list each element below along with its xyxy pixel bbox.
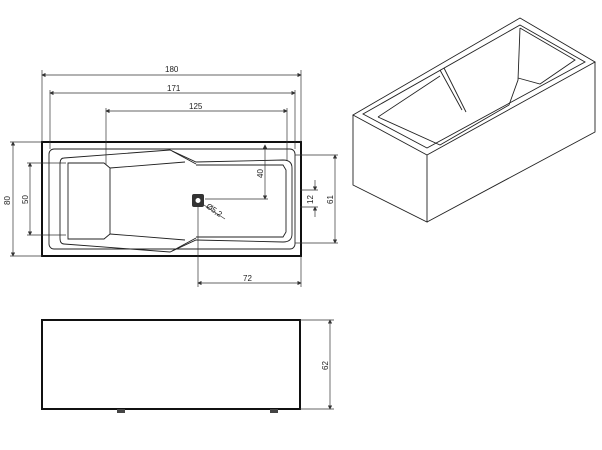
dim-40: 40 bbox=[256, 169, 265, 178]
dim-125: 125 bbox=[189, 102, 203, 111]
iso-top-rim bbox=[352, 17, 596, 156]
tub-outline-front bbox=[41, 319, 301, 410]
top-view: Ø5,2 180 171 125 80 50 40 12 61 72 bbox=[3, 65, 338, 287]
iso-sides bbox=[352, 62, 596, 223]
dim-180: 180 bbox=[165, 65, 179, 74]
dim-61: 61 bbox=[326, 195, 335, 204]
foot-left bbox=[117, 409, 125, 413]
basin-outline bbox=[59, 149, 293, 253]
drain-leader bbox=[203, 204, 226, 220]
dim-80: 80 bbox=[3, 196, 12, 205]
iso-backrest bbox=[377, 67, 467, 118]
iso-basin-edge bbox=[377, 27, 521, 146]
basin-floor bbox=[196, 164, 287, 238]
armrests bbox=[109, 150, 197, 252]
dim-171: 171 bbox=[167, 84, 181, 93]
dim-12: 12 bbox=[306, 195, 315, 204]
foot-right bbox=[270, 409, 278, 413]
iso-inner-wall bbox=[517, 27, 576, 85]
dim-50: 50 bbox=[21, 195, 30, 204]
isometric-view bbox=[352, 17, 596, 223]
dim-62: 62 bbox=[321, 361, 330, 370]
dim-72: 72 bbox=[243, 274, 252, 283]
drain-hole bbox=[194, 197, 202, 204]
front-view: 62 bbox=[41, 319, 334, 413]
iso-rim-inner bbox=[362, 24, 586, 149]
rim-inner bbox=[48, 148, 296, 250]
